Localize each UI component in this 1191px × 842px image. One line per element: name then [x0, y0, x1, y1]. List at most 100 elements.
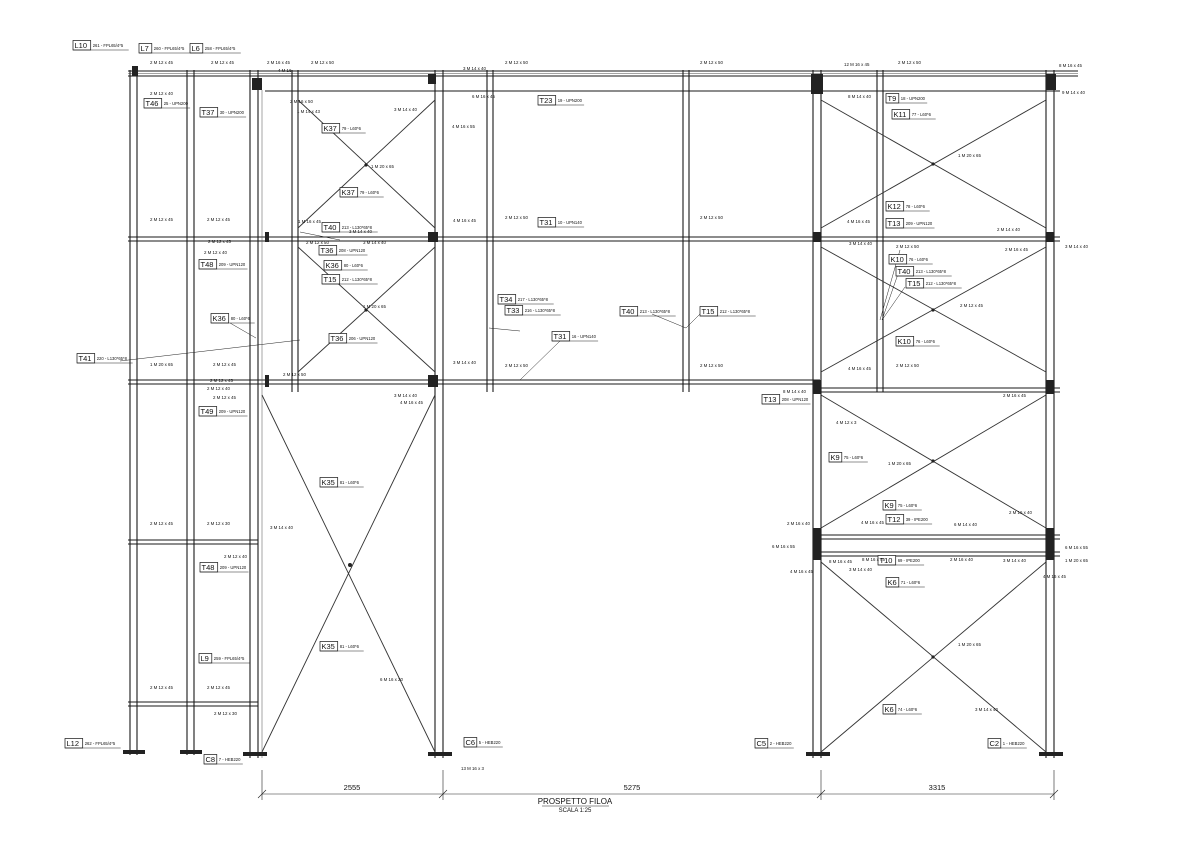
member-tag-label: T9 [888, 94, 897, 103]
member-tag-desc: 261 - FPL65/4*5 [93, 43, 124, 48]
member-tag-label: K35 [322, 478, 335, 487]
member-tag-desc: 209 - UPN120 [219, 409, 246, 414]
bolt-note: 2 M 12 x 50 [700, 60, 723, 65]
member-tag-desc: 76 - L60*6 [909, 257, 929, 262]
bolt-note: 2 M 12 x 45 [960, 303, 983, 308]
bolt-notes: 2 M 12 x 45 2 M 12 x 45 2 M 16 x 45 2 M 12 … [150, 60, 1088, 771]
member-tag-desc: 39 - IPE200 [906, 517, 929, 522]
member-tag-desc: 212 - L130*65*8 [342, 277, 373, 282]
member-tag-label: K10 [898, 337, 911, 346]
member-tag-desc: 209 - UPN120 [220, 565, 247, 570]
member-tag-label: T40 [622, 307, 635, 316]
member-tag-desc: 75 - L60*6 [898, 503, 918, 508]
bolt-note: 3 M 14 x 40 [349, 229, 372, 234]
bolt-note: 8 M 16 x 45 [1059, 63, 1082, 68]
member-tag-desc: 7 - HEB220 [219, 757, 241, 762]
bolt-note: 6 M 16 x 55 [772, 544, 795, 549]
dimension-label: 3315 [929, 783, 946, 792]
member-tag-label: T10 [880, 556, 893, 565]
bolt-note: 8 M 14 x 40 [783, 389, 806, 394]
member-tag-label: K36 [326, 261, 339, 270]
member-tag-label: T41 [79, 354, 92, 363]
member-tag-desc: 77 - L60*6 [912, 112, 932, 117]
bolt-note: 1 M 20 x 65 [371, 164, 394, 169]
member-tag-label: L9 [201, 654, 209, 663]
bolt-note: 2 M 12 x 50 [311, 60, 334, 65]
member-tag-desc: 30 - UPN200 [220, 110, 245, 115]
bolt-note: 2 M 16 x 45 [1005, 247, 1028, 252]
bolt-note: 2 M 12 x 45 [207, 217, 230, 222]
member-tag-desc: 213 - L130*65*8 [342, 225, 373, 230]
bolt-note: 2 M 12 x 50 [505, 363, 528, 368]
member-tag-label: K12 [888, 202, 901, 211]
member-tag-label: T23 [540, 96, 553, 105]
member-tag-desc: 74 - L60*6 [898, 707, 918, 712]
member-tag-desc: 25 - UPN200 [164, 101, 189, 106]
bolt-note: 3 M 14 x 40 [849, 567, 872, 572]
bolt-note: 2 M 12 x 50 [896, 363, 919, 368]
bolt-note: 1 M 20 x 65 [1065, 558, 1088, 563]
bolt-note: 3 M 14 x 40 [394, 393, 417, 398]
member-tag-desc: 81 - L60*6 [340, 644, 360, 649]
bolt-note: 2 M 16 x 40 [787, 521, 810, 526]
bolt-note: 6 M 16 x 45 [472, 94, 495, 99]
member-tag-label: T15 [702, 307, 715, 316]
bolt-note: 3 M 14 x 40 [363, 240, 386, 245]
bolt-note: 1 M 20 x 65 [958, 642, 981, 647]
member-tag: K10 76 - L60*6 [895, 336, 940, 347]
member-tag-label: T36 [331, 334, 344, 343]
bolt-note: 2 M 12 x 45 [211, 60, 234, 65]
bolt-note: 2 M 16 x 50 [290, 99, 313, 104]
member-tag-label: K37 [324, 124, 337, 133]
bolt-note: 2 M 16 x 40 [950, 557, 973, 562]
bolt-note: 2 M 12 x 45 [213, 362, 236, 367]
member-tag-desc: 81 - L60*6 [340, 480, 360, 485]
member-tag-label: K9 [885, 501, 894, 510]
member-tag-desc: 16 - UPN140 [572, 334, 597, 339]
dimension-label: 5275 [624, 783, 641, 792]
bolt-note: 4 M 16 x 45 [400, 400, 423, 405]
member-tag-label: T37 [202, 108, 215, 117]
member-tag-desc: 18 - UPN200 [901, 96, 926, 101]
member-tag-label: T40 [324, 223, 337, 232]
bolt-note: 3 M 14 x 40 [1003, 558, 1026, 563]
bolt-note: 4 M 12 x 3 [836, 420, 857, 425]
member-tag-label: K36 [213, 314, 226, 323]
bolt-note: 3 M 14 x 40 [463, 66, 486, 71]
bolt-note: 3 M 14 x 40 [975, 707, 998, 712]
bolt-note: 3 M 14 x 40 [1065, 244, 1088, 249]
bolt-note: 2 M 12 x 40 [204, 250, 227, 255]
member-tag-label: C5 [757, 739, 767, 748]
member-tag: T9 18 - UPN200 [885, 93, 928, 104]
member-tag-desc: 76 - L60*6 [916, 339, 936, 344]
bolt-note: 6 M 14 x 40 [954, 522, 977, 527]
bolt-note: 1 M 20 x 65 [958, 153, 981, 158]
member-tag-desc: 80 - L60*6 [344, 263, 364, 268]
member-tag-label: T31 [540, 218, 553, 227]
member-tag-desc: 208 - UPN120 [339, 248, 366, 253]
member-tag-desc: 258 - FPL65/4*5 [205, 46, 236, 51]
member-tag-label: T13 [764, 395, 777, 404]
bolt-note: 2 M 12 x 40 [224, 554, 247, 559]
member-tag-label: T48 [201, 260, 214, 269]
member-tag-desc: 80 - L60*6 [231, 316, 251, 321]
